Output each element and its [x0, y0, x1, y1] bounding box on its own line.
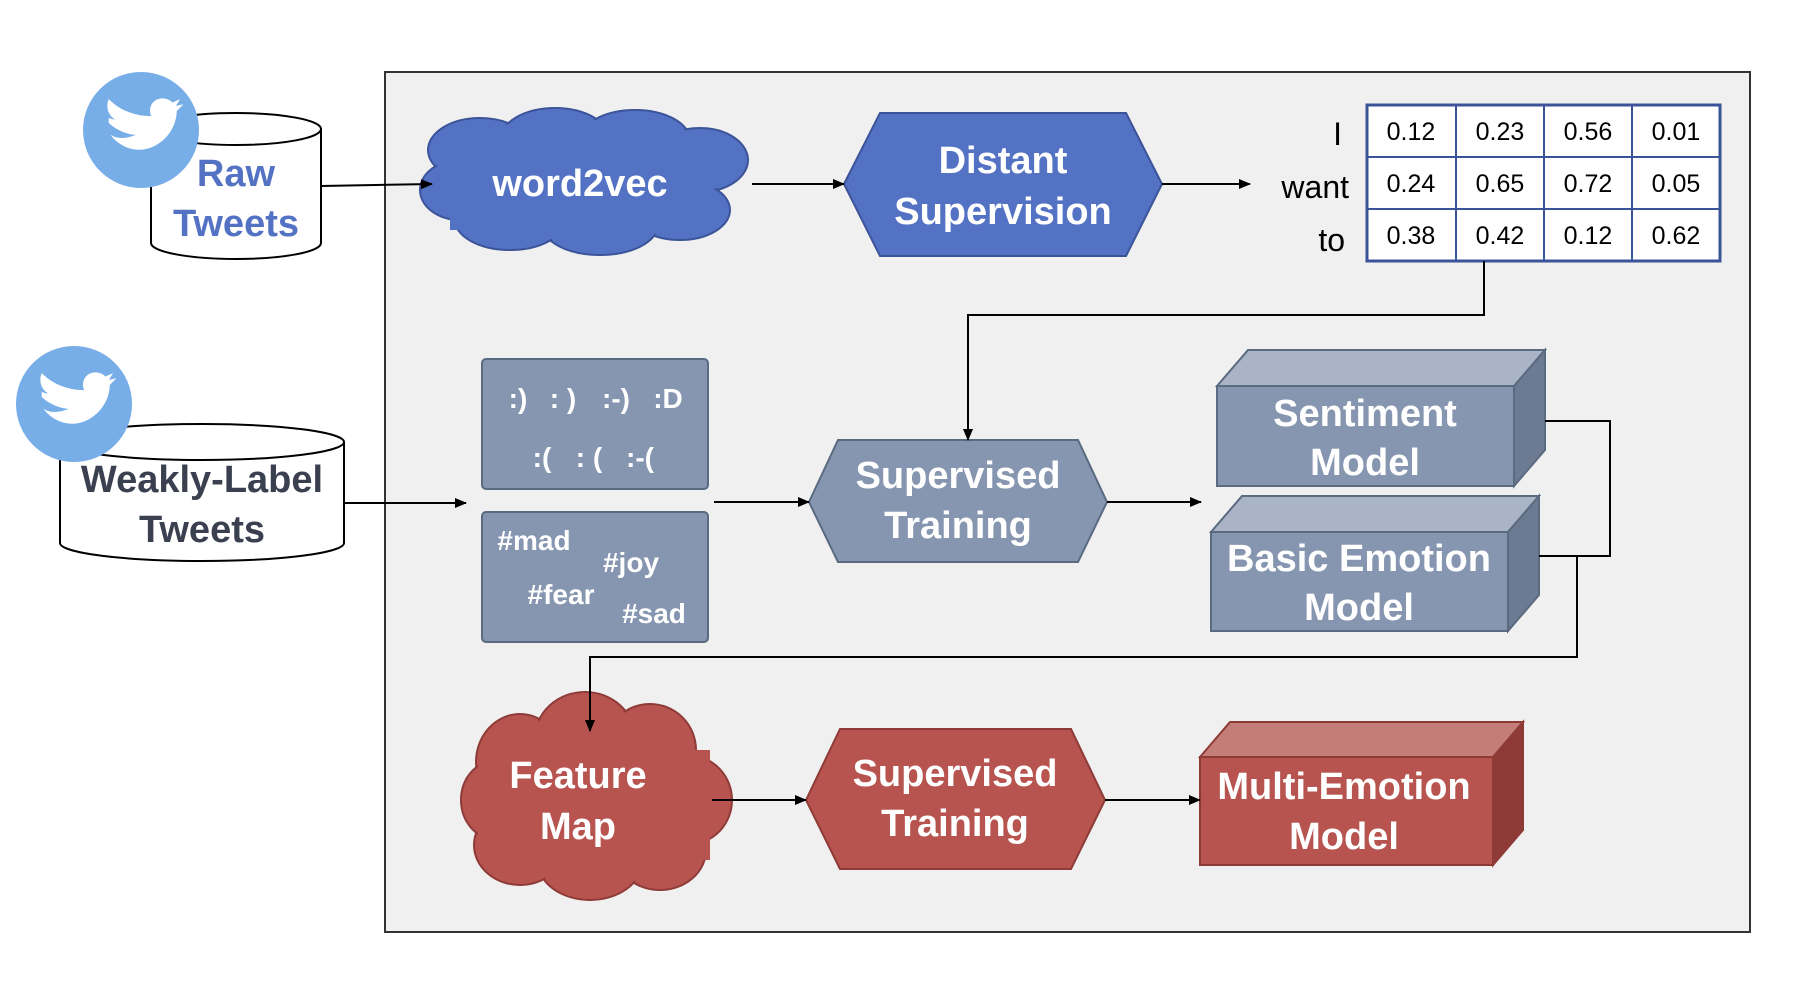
- word2vec-label: word2vec: [491, 163, 667, 205]
- distant-supervision-node: Distant Supervision: [842, 112, 1164, 257]
- matrix-cell: 0.72: [1564, 170, 1613, 198]
- sentiment-model-node: Sentiment Model: [1214, 347, 1548, 489]
- twitter-icon: [83, 72, 199, 188]
- matrix-cell: 0.05: [1652, 170, 1701, 198]
- word-label: I: [1333, 116, 1342, 152]
- emoticons-box: :) : ) :-) :D :( : ( :-(: [481, 358, 709, 490]
- arrow-raw-to-word2vec: [320, 179, 433, 190]
- word-label: want: [1280, 169, 1349, 205]
- supervised-training-2-label-2: Training: [881, 803, 1029, 845]
- multi-emotion-model-node: Multi-Emotion Model: [1197, 719, 1526, 868]
- raw-tweets-database: Raw Tweets: [150, 112, 322, 260]
- hashtag: #joy: [603, 547, 659, 578]
- basic-emotion-model-label-1: Basic Emotion: [1227, 538, 1491, 580]
- hashtag: #sad: [622, 598, 686, 629]
- feature-map-label-2: Map: [540, 806, 616, 848]
- sentiment-model-label-1: Sentiment: [1273, 393, 1457, 435]
- raw-tweets-label-1: Raw: [197, 153, 276, 195]
- weakly-label-tweets-database: Weakly-Label Tweets: [59, 423, 345, 562]
- multi-emotion-model-label-2: Model: [1289, 816, 1399, 858]
- basic-emotion-model-label-2: Model: [1304, 587, 1414, 629]
- supervised-training-node-2: Supervised Training: [804, 728, 1107, 870]
- hashtags-box: #mad #joy #fear #sad: [481, 511, 709, 643]
- weakly-label-tweets-label-2: Tweets: [139, 509, 265, 551]
- word-label: to: [1318, 222, 1345, 258]
- feature-map-cloud: Feature Map: [460, 691, 733, 901]
- emoticon: :-(: [626, 442, 655, 473]
- word2vec-cloud: word2vec: [419, 107, 749, 256]
- multi-emotion-model-label-1: Multi-Emotion: [1217, 766, 1470, 808]
- matrix-cell: 0.38: [1387, 222, 1436, 250]
- sentiment-model-label-2: Model: [1310, 442, 1420, 484]
- weakly-label-tweets-label-1: Weakly-Label: [81, 459, 323, 501]
- matrix-cell: 0.23: [1476, 118, 1525, 146]
- distant-supervision-label-2: Supervision: [894, 191, 1112, 233]
- emoticon: :): [509, 383, 528, 414]
- arrow-matrix-to-training: [963, 261, 1485, 441]
- supervised-training-label-1: Supervised: [856, 455, 1061, 497]
- emoticon: :D: [653, 383, 683, 414]
- basic-emotion-model-node: Basic Emotion Model: [1208, 493, 1542, 634]
- embedding-matrix: I want to 0.12 0.23 0.56 0.01 0.24 0.65 …: [1280, 103, 1722, 263]
- matrix-cell: 0.24: [1387, 170, 1436, 198]
- matrix-cell: 0.62: [1652, 222, 1701, 250]
- supervised-training-2-label-1: Supervised: [853, 753, 1058, 795]
- matrix-cell: 0.56: [1564, 118, 1613, 146]
- hashtag: #mad: [497, 525, 570, 556]
- raw-tweets-label-2: Tweets: [173, 203, 299, 245]
- supervised-training-node: Supervised Training: [807, 439, 1109, 563]
- matrix-cell: 0.01: [1652, 118, 1701, 146]
- feature-map-label-1: Feature: [509, 755, 646, 797]
- twitter-icon: [16, 346, 132, 462]
- distant-supervision-label-1: Distant: [939, 140, 1068, 182]
- supervised-training-label-2: Training: [884, 505, 1032, 547]
- matrix-cell: 0.65: [1476, 170, 1525, 198]
- emoticon: :-): [602, 383, 630, 414]
- arrow-models-to-featuremap: [585, 555, 1578, 732]
- connectors: [320, 179, 1611, 805]
- matrix-cell: 0.12: [1564, 222, 1613, 250]
- emoticon: : ): [550, 383, 576, 414]
- hashtag: #fear: [528, 579, 595, 610]
- matrix-cell: 0.12: [1387, 118, 1436, 146]
- emoticon: :(: [533, 442, 552, 473]
- matrix-cell: 0.42: [1476, 222, 1525, 250]
- emoticon: : (: [576, 442, 603, 473]
